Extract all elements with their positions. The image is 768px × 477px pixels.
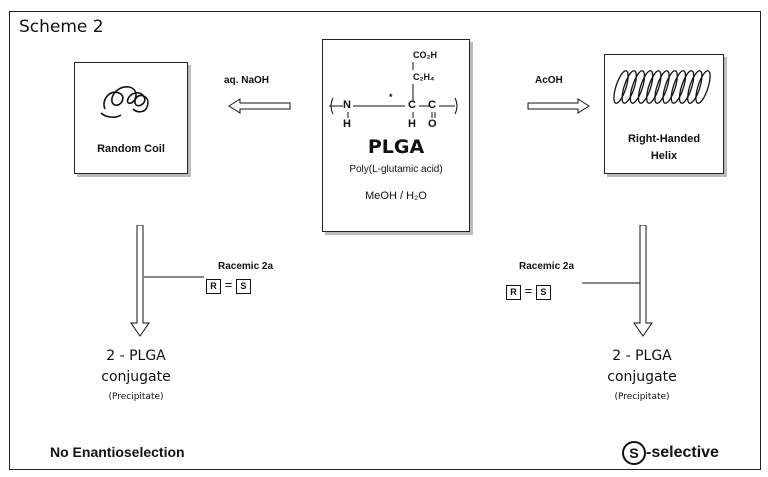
s-circle-icon: S — [622, 441, 646, 465]
left-result: No Enantioselection — [50, 444, 185, 460]
right-s-box: S — [535, 285, 551, 300]
left-addition-line — [144, 276, 204, 278]
left-product-note: (Precipitate) — [108, 392, 164, 402]
helix-box: Right-Handed Helix — [604, 54, 724, 174]
helix-loop — [662, 70, 678, 104]
helix-loop — [613, 70, 629, 104]
c-alpha: C — [408, 99, 416, 111]
left-racemic-label: Racemic 2a — [218, 261, 274, 272]
co2h-text: CO₂H — [413, 50, 437, 60]
helix-label-line2: Helix — [650, 150, 678, 162]
helix-loop — [646, 70, 662, 104]
naoh-reagent: aq. NaOH — [224, 75, 270, 86]
left-racemic-ratio: R = S — [206, 277, 251, 294]
random-coil-box: Random Coil — [74, 62, 188, 174]
plga-name: PLGA — [367, 136, 425, 158]
plga-fullname: Poly(L-glutamic acid) — [349, 164, 443, 175]
right-racemic-ratio: R = S — [506, 283, 551, 300]
right-product-note: (Precipitate) — [614, 392, 670, 402]
helix-loop — [695, 70, 711, 104]
left-product: 2 - PLGA conjugate (Precipitate) — [60, 346, 212, 406]
helix-label: Right-Handed Helix — [605, 131, 723, 165]
helix-loop — [687, 70, 703, 104]
scheme-title: Scheme 2 — [19, 17, 104, 37]
helix-loop — [654, 70, 670, 104]
right-result: S -selective — [622, 441, 719, 465]
helix-loop — [678, 70, 695, 104]
acoh-reagent: AcOH — [535, 75, 563, 86]
random-coil-icon — [100, 86, 149, 118]
right-result-text: -selective — [646, 444, 719, 461]
left-arrow-icon — [228, 98, 291, 114]
helix-icon — [613, 70, 711, 104]
n-atom: N — [343, 99, 351, 111]
right-equals: = — [524, 283, 533, 298]
plga-box: CO₂H C₂H₄ N * C C H H O PLGA Poly(L-glut… — [322, 39, 470, 232]
c-carbonyl: C — [428, 99, 436, 111]
plga-solvent: MeOH / H₂O — [365, 190, 427, 202]
right-down-arrow-icon — [633, 225, 653, 337]
scheme-frame — [9, 11, 761, 470]
left-product-line1: 2 - PLGA — [106, 348, 166, 364]
helix-loop — [621, 70, 637, 104]
left-product-line2: conjugate — [101, 369, 171, 385]
left-down-arrow-icon — [130, 225, 150, 337]
c2h4-text: C₂H₄ — [413, 72, 435, 82]
o-carbonyl: O — [428, 118, 437, 130]
h-alpha: H — [408, 118, 416, 130]
right-product-line1: 2 - PLGA — [612, 348, 672, 364]
right-arrow-icon — [527, 98, 590, 114]
left-s-box: S — [235, 279, 251, 294]
helix-label-line1: Right-Handed — [627, 133, 701, 145]
stereo-star: * — [389, 92, 393, 102]
right-racemic-label: Racemic 2a — [519, 261, 575, 272]
h-amide: H — [343, 118, 351, 130]
right-r-box: R — [506, 285, 521, 300]
right-addition-line — [582, 282, 640, 284]
helix-loop — [637, 70, 654, 104]
left-r-box: R — [206, 279, 221, 294]
plga-structure — [329, 62, 458, 118]
left-equals: = — [224, 277, 233, 292]
random-coil-label: Random Coil — [97, 143, 165, 155]
helix-loop — [629, 70, 646, 104]
helix-loop — [670, 70, 687, 104]
right-product: 2 - PLGA conjugate (Precipitate) — [566, 346, 718, 406]
right-product-line2: conjugate — [607, 369, 677, 385]
